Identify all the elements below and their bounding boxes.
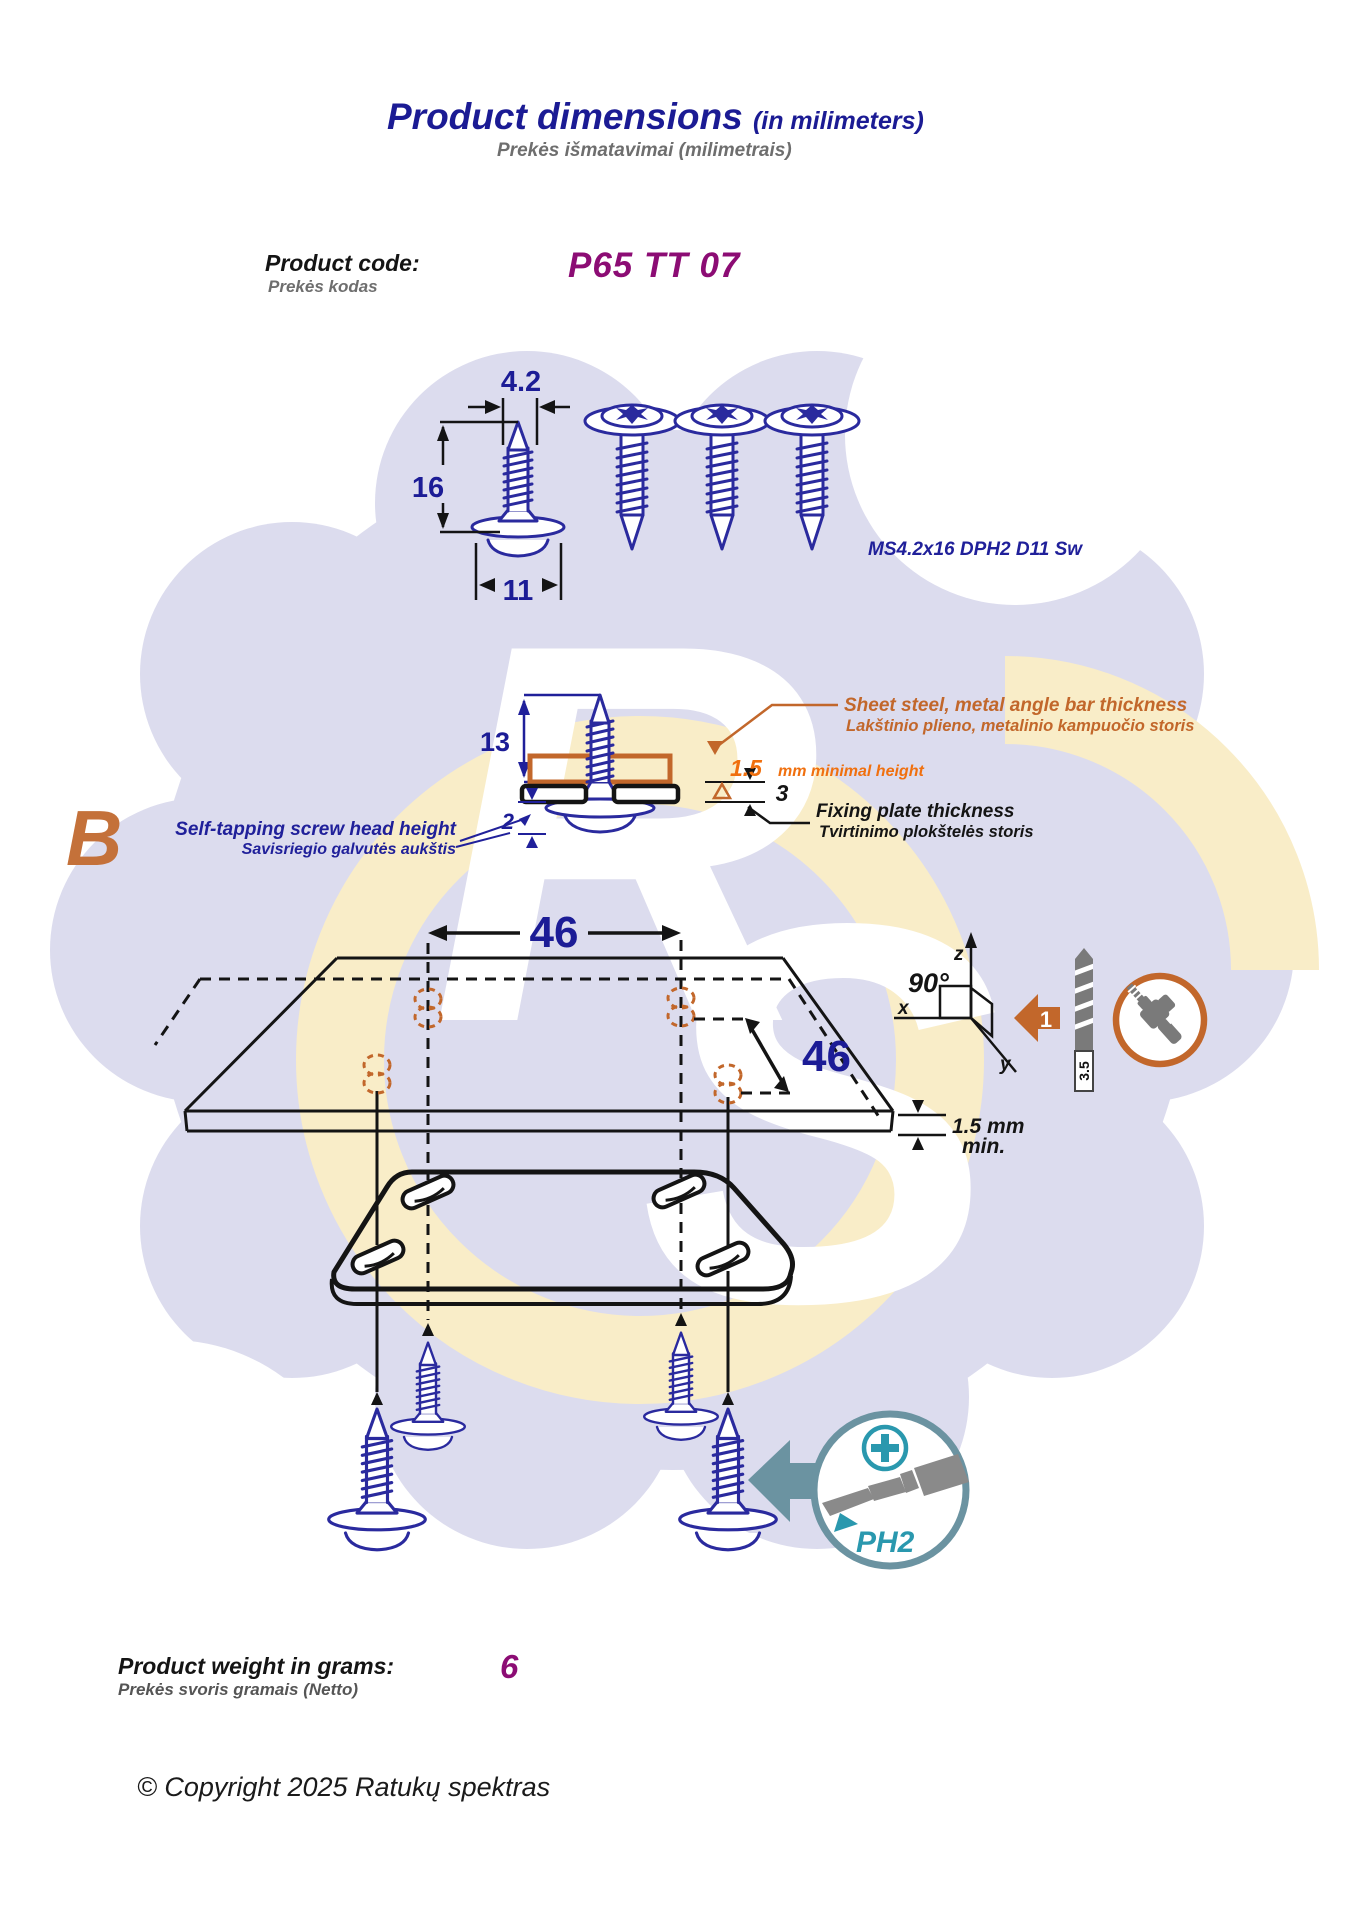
dim-11-value: 11 xyxy=(503,575,534,607)
weight-label: Product weight in grams: xyxy=(118,1653,395,1679)
watermark-letter-s: S xyxy=(640,812,1003,1415)
dim-46-h-value: 46 xyxy=(530,908,579,957)
screw-icon xyxy=(763,403,861,551)
weight-label-lt: Prekės svoris gramais (Netto) xyxy=(118,1680,358,1699)
dim-2-value: 2 xyxy=(501,809,515,834)
hole-markers xyxy=(362,986,743,1105)
screw-icon xyxy=(583,403,681,551)
sheet-steel-label-en: Sheet steel, metal angle bar thickness xyxy=(844,695,1187,716)
fixing-plate-label: Fixing plate thickness Tvirtinimo plokšt… xyxy=(747,801,1034,841)
axis-x: x xyxy=(897,998,910,1019)
step-number: 1 xyxy=(1040,1007,1052,1032)
top-sheet xyxy=(153,956,895,1133)
screwdriver-icon xyxy=(822,1454,969,1516)
axis-z: z xyxy=(953,944,964,965)
watermark-cutout xyxy=(845,265,1185,605)
z-axis-arrow xyxy=(965,932,977,948)
dim-13-value: 13 xyxy=(480,727,510,757)
screw-icon xyxy=(390,1341,466,1452)
drill-bit-size: 3.5 xyxy=(1076,1061,1092,1081)
dim-46-d-value: 46 xyxy=(802,1032,851,1081)
ph2-icon: PH2 xyxy=(748,1410,970,1570)
screw-icon xyxy=(673,403,771,551)
sheet-steel-label-lt: Lakštinio plieno, metalinio kampuočio st… xyxy=(846,717,1194,735)
direction-arrow-icon xyxy=(748,1440,818,1522)
drill-bit-icon: 3.5 xyxy=(1074,948,1094,1092)
watermark-cutout xyxy=(0,1340,360,1720)
copyright: © Copyright 2025 Ratukų spektras xyxy=(137,1772,551,1802)
min-height-note: mm minimal height xyxy=(778,763,924,780)
screw-icon xyxy=(544,693,656,834)
watermark-ring xyxy=(296,716,984,1404)
fixing-plate-3d xyxy=(329,1169,795,1306)
plate-slots xyxy=(350,1172,751,1278)
sheet-steel-label: Sheet steel, metal angle bar thickness L… xyxy=(707,695,1194,755)
fixing-plate-label-lt: Tvirtinimo plokštelės storis xyxy=(819,823,1034,841)
product-code-label: Product code: xyxy=(265,250,420,276)
screw-icon xyxy=(643,1331,719,1442)
dim-16-value: 16 xyxy=(412,472,444,504)
fixing-plate-label-en: Fixing plate thickness xyxy=(816,801,1015,822)
ph2-label: PH2 xyxy=(856,1526,915,1559)
plate-min-value: 1.5 mm xyxy=(952,1115,1024,1138)
dim-46-diagonal: 46 xyxy=(694,1017,851,1095)
section-letter-b: B xyxy=(66,794,123,882)
axis-y: y xyxy=(999,1054,1012,1075)
screw-icon xyxy=(470,420,566,558)
plate-min-suffix: min. xyxy=(962,1135,1005,1158)
drill-icon xyxy=(1112,972,1208,1068)
axis-diagram: 90° x z y xyxy=(894,932,1017,1075)
fixing-plate xyxy=(519,783,589,805)
step-arrow-icon: 1 xyxy=(1014,994,1060,1042)
dim-46-horizontal: 46 xyxy=(428,908,681,957)
title-note: (in milimeters) xyxy=(752,107,924,135)
dim-4-2-value: 4.2 xyxy=(501,366,541,398)
page-title: Product dimensions (in milimeters) xyxy=(387,96,924,138)
dim-11 xyxy=(474,543,563,600)
page-title-text: Product dimensions xyxy=(387,96,743,137)
fixing-plate xyxy=(611,783,681,805)
dim-16 xyxy=(437,420,518,534)
screw-head-label-en: Self-tapping screw head height xyxy=(175,819,456,840)
screw-spec: MS4.2x16 DPH2 D11 Sw xyxy=(868,539,1083,560)
min-height-value: 1.5 xyxy=(730,755,763,781)
product-code-value: P65 TT 07 xyxy=(568,246,741,285)
assembly-diagram: 13 2 1.5 mm minimal height xyxy=(175,693,1194,858)
weight-value: 6 xyxy=(500,1648,519,1685)
screw-head-label: Self-tapping screw head height Savisrieg… xyxy=(175,814,531,858)
page-subtitle: Prekės išmatavimai (milimetrais) xyxy=(497,140,792,161)
angle-90: 90° xyxy=(908,968,949,998)
dim-3-value: 3 xyxy=(776,780,789,806)
dim-2 xyxy=(455,788,546,848)
product-code-label-lt: Prekės kodas xyxy=(268,277,378,296)
watermark-ring xyxy=(1004,656,1319,971)
screw-dimension-diagram: 4.2 16 11 MS4.2x16 DPH2 D11 Sw xyxy=(412,366,1083,607)
plate-min-thickness: 1.5 mm min. xyxy=(898,1100,1024,1158)
mounting-plate-diagram: 46 46 1.5 mm min. xyxy=(153,908,1024,1552)
screw-head-label-lt: Savisriegio galvutės aukštis xyxy=(242,841,456,858)
min-height-marks xyxy=(705,768,765,816)
